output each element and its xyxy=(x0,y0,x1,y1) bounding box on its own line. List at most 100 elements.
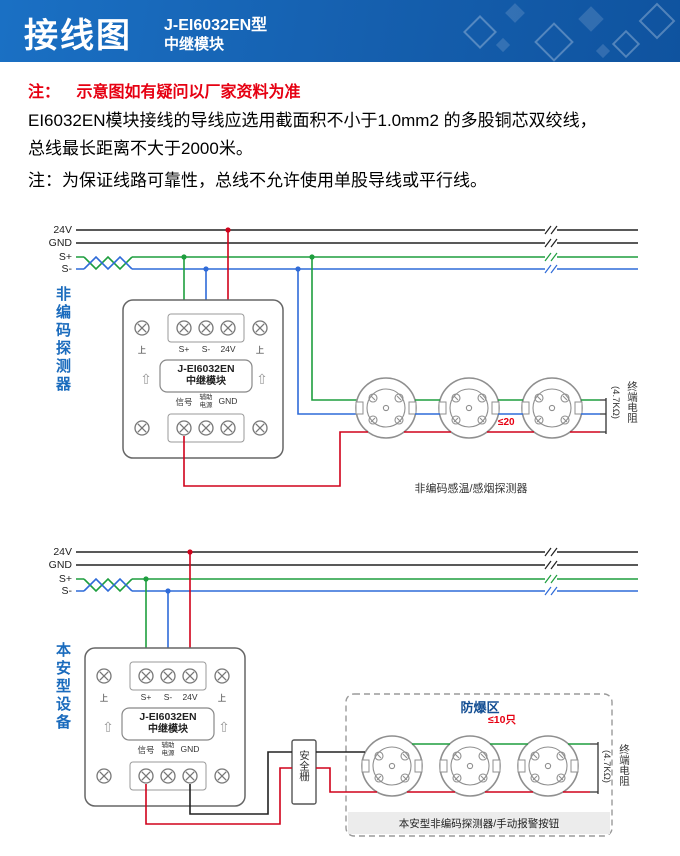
terminal-label-aux: 辅助 电源 xyxy=(155,742,181,757)
cube-icon xyxy=(495,37,511,53)
resistor-name-bottom: 终端电阻 xyxy=(618,744,630,786)
module-nameplate: J-EI6032EN 中继模块 xyxy=(122,711,214,736)
terminal-label: S+ xyxy=(178,344,190,354)
caution-note: 注： 示意图如有疑问以厂家资料为准 xyxy=(28,78,300,102)
bus-label-24v: 24V xyxy=(53,546,72,558)
detectors-bottom xyxy=(361,735,579,797)
terminal-label-aux-line2: 电源 xyxy=(199,401,213,409)
terminal-screw-icon xyxy=(176,320,192,336)
model-label: J-EI6032EN型 xyxy=(164,17,268,34)
cube-icon xyxy=(578,6,604,32)
terminal-screw-icon xyxy=(252,420,268,436)
terminal-screw-icon xyxy=(214,768,230,784)
bus-lines-bottom xyxy=(76,547,638,596)
terminal-label-aux-line1: 辅助 xyxy=(161,742,175,749)
side-label-intrinsically-safe: 本安型设备 xyxy=(54,642,71,732)
detectors-top xyxy=(355,377,583,439)
detector-icon xyxy=(438,377,500,439)
terminal-screw-icon xyxy=(198,420,214,436)
up-arrow-icon: ⇧ xyxy=(256,371,268,387)
module-nameplate: J-EI6032EN 中继模块 xyxy=(160,363,252,388)
terminal-screw-icon xyxy=(160,768,176,784)
module-name: J-EI6032EN xyxy=(139,711,197,723)
terminal-screw-icon xyxy=(96,768,112,784)
terminal-label-signal: 信号 xyxy=(175,397,193,407)
detector-icon xyxy=(355,377,417,439)
terminal-screw-icon xyxy=(96,668,112,684)
resistor-value-bottom: (4.7KΩ) xyxy=(601,750,612,783)
bus-label-gnd: GND xyxy=(48,237,72,249)
terminal-screw-icon xyxy=(160,668,176,684)
zone-label: 防爆区 xyxy=(460,700,500,715)
intro-line-1: EI6032EN模块接线的导线应选用截面积不小于1.0mm2 的多股铜芯双绞线， xyxy=(28,111,597,130)
bus-label-sminus: S- xyxy=(61,585,73,597)
bus-label-splus: S+ xyxy=(58,573,72,585)
terminal-screw-icon xyxy=(214,668,230,684)
caution-note-label: 注： xyxy=(28,84,61,101)
intro-line-2: 总线最长距离不大于2000米。 xyxy=(28,139,253,158)
terminal-label: S- xyxy=(201,344,211,354)
terminal-label: 24V xyxy=(220,344,236,354)
wire-drops-bottom xyxy=(143,549,193,668)
terminal-screw-icon xyxy=(134,320,150,336)
bus-label-gnd: GND xyxy=(48,559,72,571)
twisted-pair-icon xyxy=(83,255,133,271)
detector-icon xyxy=(439,735,501,797)
twisted-pair-icon xyxy=(83,577,133,593)
detector-wires-bottom xyxy=(145,743,590,825)
terminal-screw-icon xyxy=(182,768,198,784)
module-type-label: 中继模块 xyxy=(164,36,225,53)
module-type: 中继模块 xyxy=(148,724,188,735)
twisted-pair-icon xyxy=(83,577,133,593)
terminal-label-aux: 辅助 电源 xyxy=(193,394,219,409)
module-name: J-EI6032EN xyxy=(177,363,235,375)
cube-icon xyxy=(534,22,574,62)
bus-label-sminus: S- xyxy=(61,263,73,275)
terminal-label: 24V xyxy=(182,692,198,702)
header-banner: 接线图 J-EI6032EN型 中继模块 xyxy=(0,0,680,62)
terminal-label: S+ xyxy=(140,692,152,702)
up-arrow-icon: ⇧ xyxy=(218,719,230,735)
caption-detectors-top: 非编码感温/感烟探测器 xyxy=(414,483,528,495)
resistor-value-top: (4.7KΩ) xyxy=(610,386,621,419)
terminal-screw-icon xyxy=(220,320,236,336)
caption-detectors-bottom: 本安型非编码探测器/手动报警按钮 xyxy=(398,818,560,830)
detector-icon xyxy=(517,735,579,797)
terminal-label-gnd: GND xyxy=(180,744,200,754)
side-label-noncoded-detector: 非编码探测器 xyxy=(54,286,71,394)
terminal-label: 上 xyxy=(217,693,227,703)
terminal-resistor-bottom xyxy=(590,742,599,794)
resistor-name-top: 终端电阻 xyxy=(626,381,638,423)
bus-label-24v: 24V xyxy=(53,224,72,236)
terminal-label: 上 xyxy=(255,345,265,355)
terminal-label: 上 xyxy=(137,345,147,355)
count-note-bottom: ≤10只 xyxy=(488,714,516,726)
caution-note-text: 示意图如有疑问以厂家资料为准 xyxy=(76,84,301,101)
module-type: 中继模块 xyxy=(186,376,226,387)
detector-icon xyxy=(361,735,423,797)
safety-barrier-label: 安全栅 xyxy=(298,750,310,782)
terminal-screw-icon xyxy=(176,420,192,436)
detector-icon xyxy=(521,377,583,439)
terminal-label-aux-line1: 辅助 xyxy=(199,394,213,401)
cube-icon xyxy=(638,2,676,40)
twisted-pair-icon xyxy=(83,255,133,271)
bus-lines-top xyxy=(76,225,638,274)
terminal-screw-icon xyxy=(134,420,150,436)
terminal-screw-icon xyxy=(138,768,154,784)
detector-wires-top xyxy=(183,399,600,487)
terminal-label: 上 xyxy=(99,693,109,703)
page-title: 接线图 xyxy=(24,17,132,55)
cube-icon xyxy=(463,15,497,49)
cube-icon xyxy=(505,3,525,23)
terminal-label: S- xyxy=(163,692,173,702)
intro-note-2: 注：为保证线路可靠性，总线不允许使用单股导线或平行线。 xyxy=(28,171,487,190)
cube-icon xyxy=(595,43,611,59)
bus-label-splus: S+ xyxy=(58,251,72,263)
terminal-screw-icon xyxy=(138,668,154,684)
cube-icon xyxy=(611,29,641,59)
terminal-screw-icon xyxy=(220,420,236,436)
terminal-screw-icon xyxy=(182,668,198,684)
terminal-screw-icon xyxy=(252,320,268,336)
up-arrow-icon: ⇧ xyxy=(140,371,152,387)
